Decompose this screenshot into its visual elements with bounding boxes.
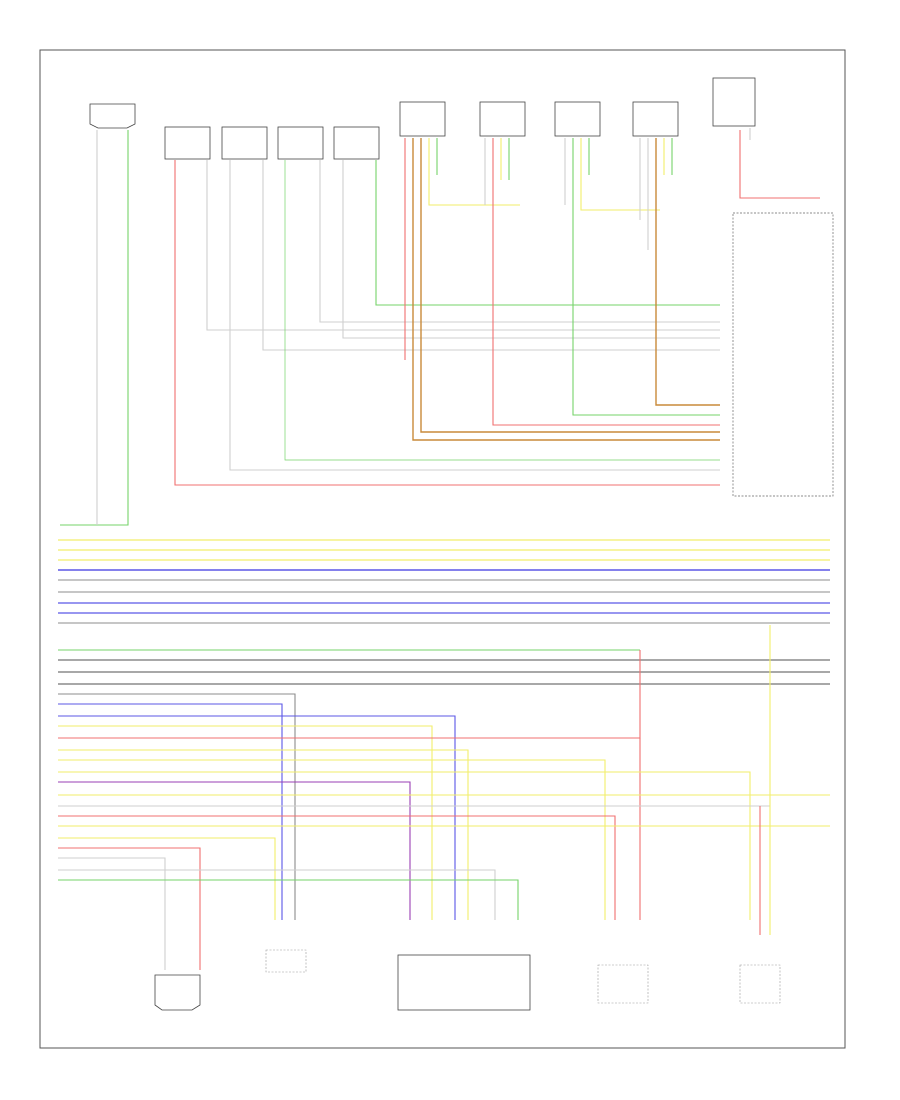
right-control-module	[732, 212, 834, 497]
top-component-7	[479, 101, 526, 137]
bottom-component-3	[397, 954, 531, 1011]
top-component-6	[399, 101, 446, 137]
harness-bus	[58, 539, 830, 685]
top-right-fuse-box	[712, 77, 756, 127]
bottom-component-1	[154, 974, 201, 1011]
bottom-component-4	[597, 964, 649, 1004]
top-component-8	[554, 101, 601, 137]
diagram-frame	[39, 49, 846, 1049]
bottom-component-5	[739, 964, 781, 1004]
top-wires	[60, 128, 820, 526]
top-component-1	[89, 103, 136, 129]
top-component-9	[632, 101, 679, 137]
top-component-2	[164, 126, 211, 160]
bottom-component-2	[265, 949, 307, 973]
top-component-3	[221, 126, 268, 160]
top-component-4	[277, 126, 324, 160]
top-component-5	[333, 126, 380, 160]
lower-wires	[58, 625, 830, 970]
